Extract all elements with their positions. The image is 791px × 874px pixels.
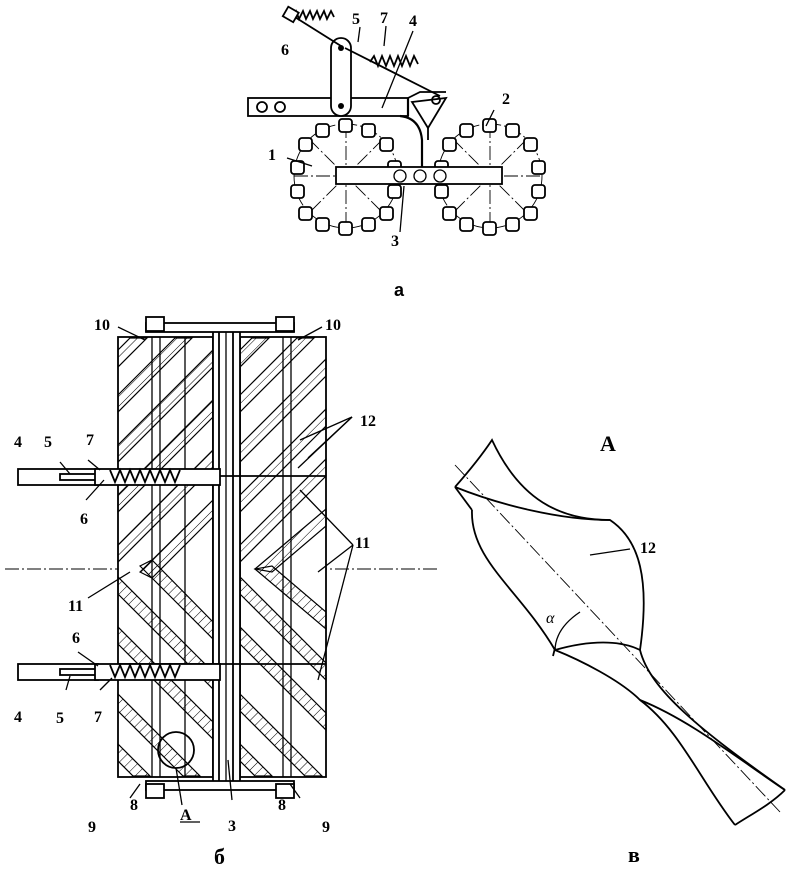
label-7-top: 7 bbox=[86, 432, 94, 449]
caption-v: в bbox=[628, 842, 640, 867]
lower-spring-assembly bbox=[17, 662, 221, 681]
label-5-top: 5 bbox=[44, 434, 52, 451]
upper-spring-assembly bbox=[17, 467, 221, 486]
label-1: 1 bbox=[268, 147, 276, 164]
view-a-side-view: 1 2 3 4 5 6 7 bbox=[247, 5, 546, 250]
caption-a: а bbox=[394, 280, 405, 300]
label-12: 12 bbox=[360, 413, 376, 430]
connecting-bar bbox=[335, 166, 503, 185]
alpha-label: α bbox=[546, 610, 555, 627]
label-4-bottom: 4 bbox=[14, 709, 22, 726]
label-3: 3 bbox=[391, 233, 399, 250]
label-6-bottom: 6 bbox=[72, 630, 80, 647]
label-11-left: 11 bbox=[68, 598, 83, 615]
label-3: 3 bbox=[228, 818, 236, 835]
label-9-left: 9 bbox=[88, 819, 96, 836]
label-2: 2 bbox=[502, 91, 510, 108]
label-8-left: 8 bbox=[130, 797, 138, 814]
label-4-top: 4 bbox=[14, 434, 22, 451]
label-4: 4 bbox=[409, 13, 417, 30]
blade-outline-1 bbox=[454, 438, 786, 791]
label-10-left: 10 bbox=[94, 317, 110, 334]
caption-b: б bbox=[214, 844, 225, 869]
spring-upper bbox=[369, 53, 419, 69]
frame-bar bbox=[247, 97, 409, 117]
label-5: 5 bbox=[352, 11, 360, 28]
label-7-bottom: 7 bbox=[94, 709, 102, 726]
label-6: 6 bbox=[281, 42, 289, 59]
label-6-top: 6 bbox=[80, 511, 88, 528]
blade-outline-2 bbox=[471, 509, 736, 826]
label-12-detail: 12 bbox=[640, 540, 656, 557]
label-10-right: 10 bbox=[325, 317, 341, 334]
label-a-detail: A bbox=[180, 807, 192, 824]
vertical-post bbox=[330, 37, 352, 117]
right-drum-blades bbox=[239, 337, 327, 777]
bottom-axle bbox=[145, 780, 295, 791]
detail-title: A bbox=[600, 431, 616, 456]
arm bbox=[399, 114, 424, 167]
top-axle bbox=[145, 322, 295, 333]
label-7: 7 bbox=[380, 10, 388, 27]
label-5-bottom: 5 bbox=[56, 710, 64, 727]
view-v-detail-a: A α 12 bbox=[454, 431, 786, 826]
label-8-right: 8 bbox=[278, 797, 286, 814]
view-b-plan-view: 10 10 12 4 5 7 6 11 11 6 4 5 7 9 8 A 3 8… bbox=[5, 316, 440, 836]
threaded-rod bbox=[291, 8, 335, 22]
label-9-right: 9 bbox=[322, 819, 330, 836]
label-11-right: 11 bbox=[355, 535, 370, 552]
